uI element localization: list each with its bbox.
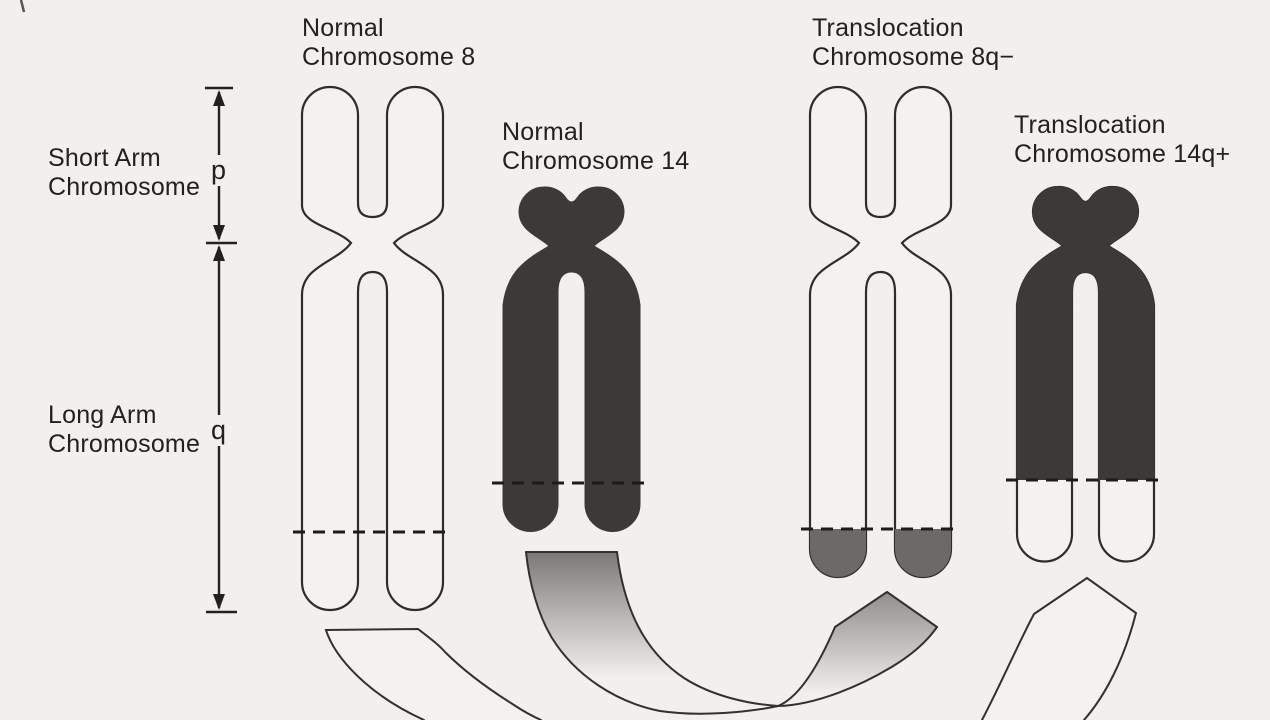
label-line: Chromosome	[48, 173, 201, 201]
title-line: Normal	[502, 118, 584, 146]
title-line: Normal	[302, 14, 384, 42]
q-arm-symbol: q	[206, 415, 232, 446]
chromosome-14q-plus-shape	[1006, 185, 1164, 563]
chromosome-14-shape	[492, 186, 650, 532]
title-normal-chromosome-8: Normal Chromosome 8	[302, 14, 475, 72]
label-line: Chromosome	[48, 430, 201, 458]
translocated-tip-on-8q	[810, 529, 951, 577]
label-line: Short Arm	[48, 144, 161, 172]
short-arm-label: Short Arm Chromosome	[48, 144, 200, 202]
segment-band-8-to-14q	[324, 576, 1138, 720]
title-line: Chromosome 14	[502, 147, 690, 175]
title-line: Chromosome 14q+	[1014, 140, 1231, 168]
title-translocation-chromosome-8q: Translocation Chromosome 8q−	[812, 14, 1014, 72]
long-arm-label: Long Arm Chromosome	[48, 401, 200, 459]
title-line: Chromosome 8	[302, 43, 476, 71]
chromosome-8q-minus-shape	[801, 85, 960, 579]
title-line: Chromosome 8q−	[812, 43, 1015, 71]
title-translocation-chromosome-14q: Translocation Chromosome 14q+	[1014, 111, 1230, 169]
dark-body-on-14q	[1016, 186, 1155, 480]
title-normal-chromosome-14: Normal Chromosome 14	[502, 118, 689, 176]
segment-band-14-to-8q	[525, 551, 938, 715]
label-line: Long Arm	[48, 401, 157, 429]
title-line: Translocation	[812, 14, 964, 42]
photo-artifact	[19, 0, 26, 13]
title-line: Translocation	[1014, 111, 1166, 139]
p-arm-symbol: p	[206, 155, 232, 186]
chromosome-8-shape	[293, 85, 452, 612]
